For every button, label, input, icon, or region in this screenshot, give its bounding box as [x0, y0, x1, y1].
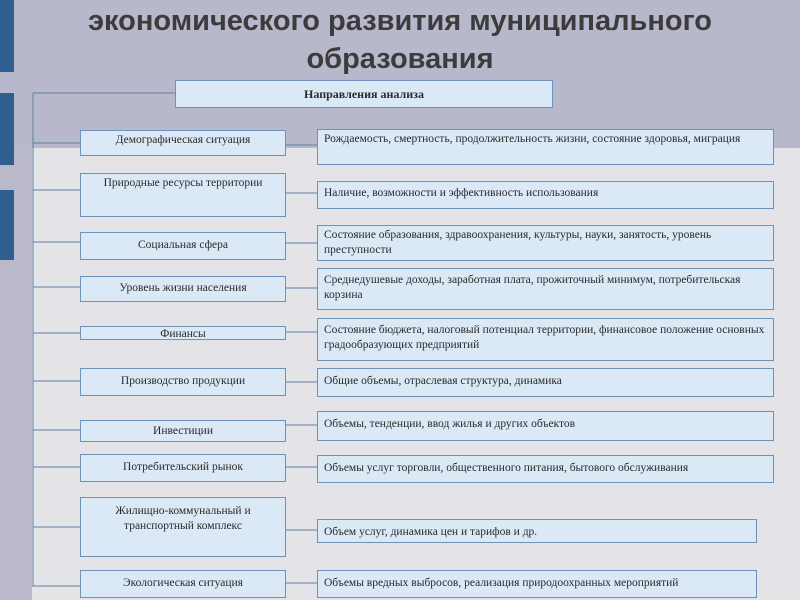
description-consumer-market: Объемы услуг торговли, общественного пит…: [317, 455, 774, 483]
category-finance: Финансы: [80, 326, 286, 340]
description-living-standard: Среднедушевые доходы, заработная плата, …: [317, 268, 774, 310]
category-production: Производство продукции: [80, 368, 286, 396]
analysis-directions-header: Направления анализа: [175, 80, 553, 108]
category-consumer-market: Потребительский рынок: [80, 454, 286, 482]
description-investments: Объемы, тенденции, ввод жилья и других о…: [317, 411, 774, 441]
category-social-sphere: Социальная сфера: [80, 232, 286, 260]
description-ecology: Объемы вредных выбросов, реализация прир…: [317, 570, 757, 598]
left-edge-accent: [0, 0, 14, 72]
description-production: Общие объемы, отраслевая структура, дина…: [317, 368, 774, 397]
description-demography: Рождаемость, смертность, продолжительнос…: [317, 129, 774, 165]
category-natural-resources: Природные ресурсы территории: [80, 173, 286, 217]
category-housing-transport: Жилищно-коммунальный и транспортный комп…: [80, 497, 286, 557]
left-edge-accent: [0, 190, 14, 260]
description-finance: Состояние бюджета, налоговый потенциал т…: [317, 318, 774, 361]
category-ecology: Экологическая ситуация: [80, 570, 286, 598]
category-investments: Инвестиции: [80, 420, 286, 442]
category-demography: Демографическая ситуация: [80, 130, 286, 156]
description-natural-resources: Наличие, возможности и эффективность исп…: [317, 181, 774, 209]
description-social-sphere: Состояние образования, здравоохранения, …: [317, 225, 774, 261]
title-line-2: образования: [306, 43, 494, 75]
category-living-standard: Уровень жизни населения: [80, 276, 286, 302]
title-line-1: экономического развития муниципального: [87, 5, 713, 37]
left-edge-accent: [0, 93, 14, 165]
title-background: [0, 0, 800, 148]
description-housing-transport: Объем услуг, динамика цен и тарифов и др…: [317, 519, 757, 543]
